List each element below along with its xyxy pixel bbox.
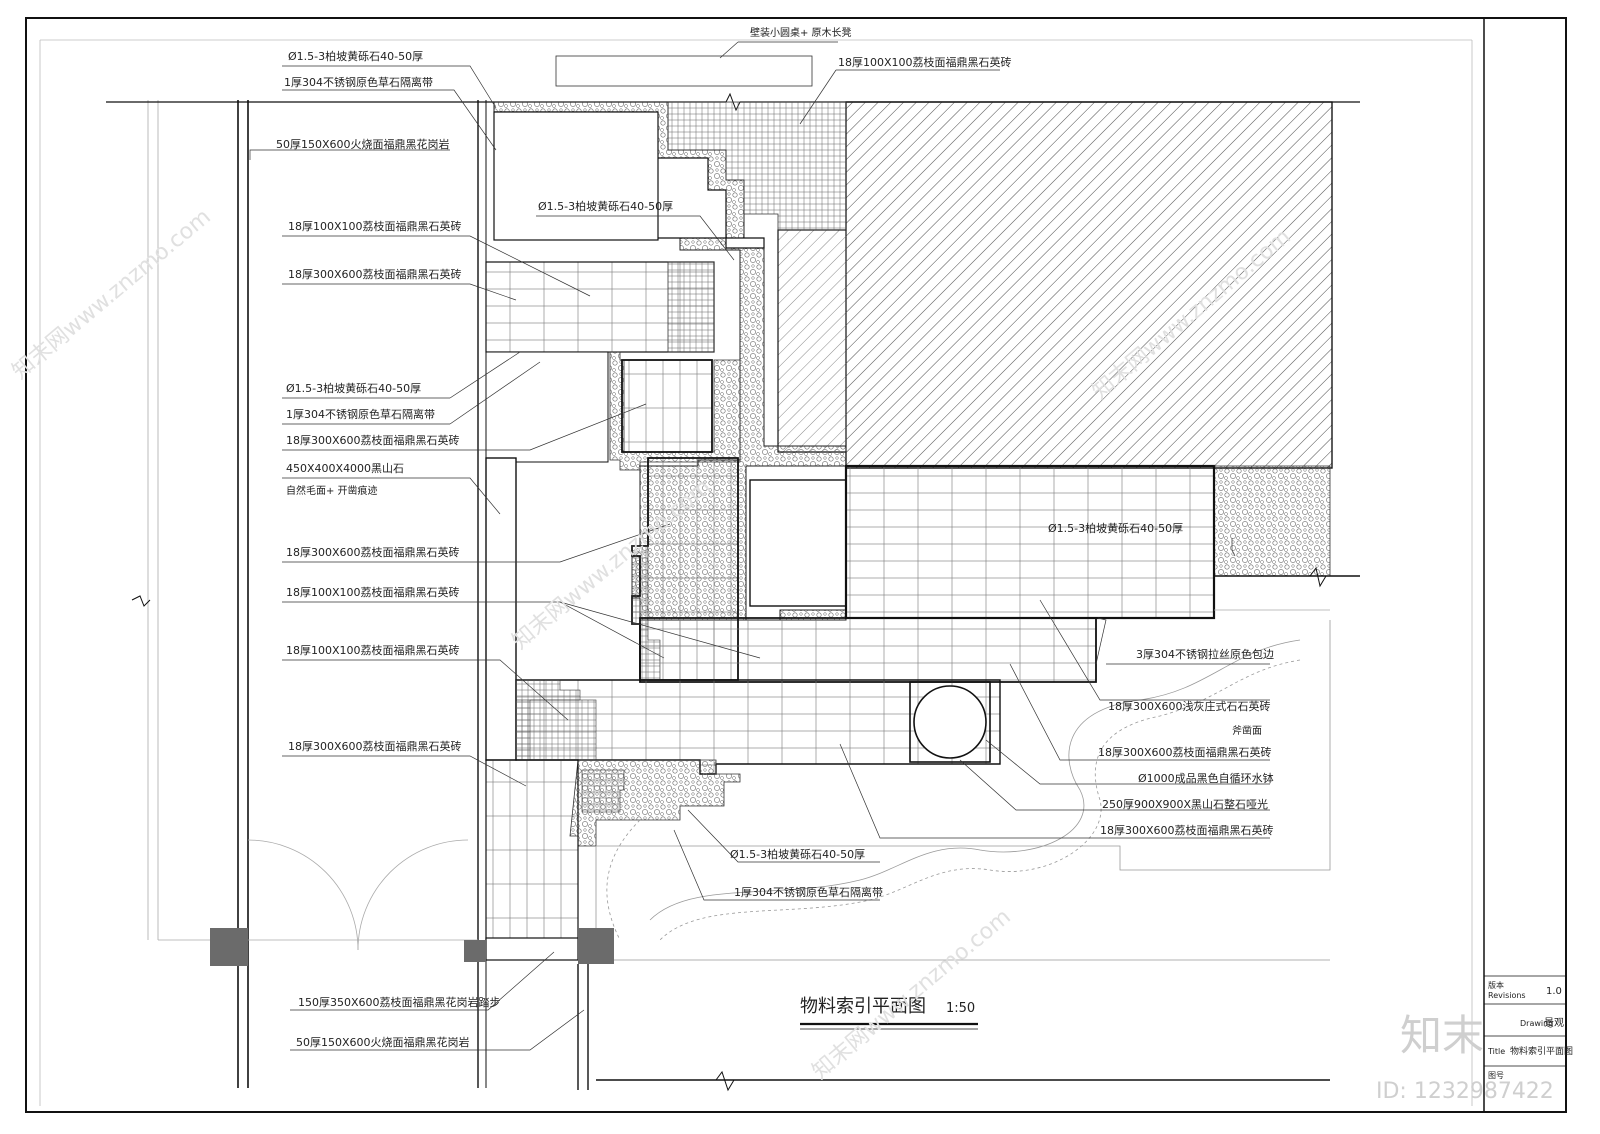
water-bowl: [913, 685, 987, 759]
label-mountain-stone: 250厚900X900X黑山石整石哑光: [1102, 797, 1268, 811]
column-block: [210, 928, 248, 966]
label-steel-edge: 3厚304不锈钢拉丝原色包边: [1136, 647, 1274, 661]
wall-table-outline: [555, 55, 813, 87]
title-block: 版本 Revisions 1.0 Drawing 景观 Title 物料索引平面…: [1484, 975, 1573, 1080]
watermark-site: 知末网www.znzmo.com: [808, 904, 1016, 1084]
tb-revision-label: 版本: [1488, 980, 1504, 990]
water-bowl-base: [909, 681, 991, 763]
label-gravel-1: Ø1.5-3柏坡黄砾石40-50厚: [288, 49, 423, 63]
drawing-title: 物料索引平面图: [800, 996, 926, 1017]
tb-stage-value: 景观: [1544, 1017, 1564, 1029]
label-gravel-2: Ø1.5-3柏坡黄砾石40-50厚: [286, 381, 421, 395]
label-tile-100-c: 18厚100X100荔枝面福鼎黑石英砖: [286, 643, 460, 657]
tb-number-label: 图号: [1488, 1071, 1504, 1080]
label-stone-block-1: 450X400X4000黑山石: [286, 462, 404, 475]
label-tile-300-b: 18厚300X600荔枝面福鼎黑石英砖: [286, 433, 460, 447]
label-steel-band-2: 1厚304不锈钢原色草石隔离带: [286, 407, 435, 421]
label-granite-1: 50厚150X600火烧面福鼎黑花岗岩: [276, 137, 450, 151]
label-tile-300-f: 18厚300X600荔枝面福鼎黑石英砖: [1100, 823, 1274, 837]
label-top-table: 壁装小圆桌+ 原木长凳: [750, 26, 852, 39]
label-tile-300-d: 18厚300X600荔枝面福鼎黑石英砖: [288, 739, 462, 753]
tb-drawing-value: 物料索引平面图: [1510, 1045, 1573, 1057]
label-gravel-center: Ø1.5-3柏坡黄砾石40-50厚: [538, 199, 673, 213]
label-water-bowl: Ø1000成品黑色自循环水钵: [1138, 771, 1274, 785]
drawing-scale: 1:50: [946, 1001, 975, 1016]
label-step-stone: 150厚350X600荔枝面福鼎黑花岗岩踏步: [298, 995, 501, 1009]
label-tile-100-a: 18厚100X100荔枝面福鼎黑石英砖: [288, 219, 462, 233]
label-gravel-right: Ø1.5-3柏坡黄砾石40-50厚: [1048, 521, 1183, 535]
label-tile-grey-1: 18厚300X600浅灰庄式石石英砖: [1108, 699, 1271, 713]
label-stone-block-2: 自然毛面+ 开凿痕迹: [286, 484, 378, 497]
label-tile-300-a: 18厚300X600荔枝面福鼎黑石英砖: [288, 267, 462, 281]
label-tile-grey-2: 斧凿面: [1232, 724, 1262, 737]
black-stone-block: [485, 457, 517, 761]
column-block: [464, 940, 486, 962]
label-tile-100-b: 18厚100X100荔枝面福鼎黑石英砖: [286, 585, 460, 599]
tb-drawing-label: Title: [1487, 1047, 1505, 1056]
tb-stage-label: Drawing: [1520, 1019, 1553, 1028]
watermark-brand: 知末: [1400, 1011, 1484, 1060]
tb-revision-value: 1.0: [1546, 986, 1562, 997]
label-steel-band-bottom: 1厚304不锈钢原色草石隔离带: [734, 885, 883, 899]
column-block: [578, 928, 614, 964]
tb-revision-label-en: Revisions: [1488, 991, 1526, 1000]
label-tile-300-e: 18厚300X600荔枝面福鼎黑石英砖: [1098, 745, 1272, 759]
terrace-tiles: [844, 464, 1216, 620]
watermark-id: ID: 1232987422: [1376, 1079, 1554, 1104]
label-granite-2: 50厚150X600火烧面福鼎黑花岗岩: [296, 1035, 470, 1049]
sheet-border: [25, 17, 1567, 1113]
label-top-tile: 18厚100X100荔枝面福鼎黑石英砖: [838, 55, 1012, 69]
label-gravel-bottom: Ø1.5-3柏坡黄砾石40-50厚: [730, 847, 865, 861]
label-steel-band-1: 1厚304不锈钢原色草石隔离带: [284, 75, 433, 89]
label-tile-300-c: 18厚300X600荔枝面福鼎黑石英砖: [286, 545, 460, 559]
watermark-site: 知末网www.znzmo.com: [8, 204, 216, 384]
